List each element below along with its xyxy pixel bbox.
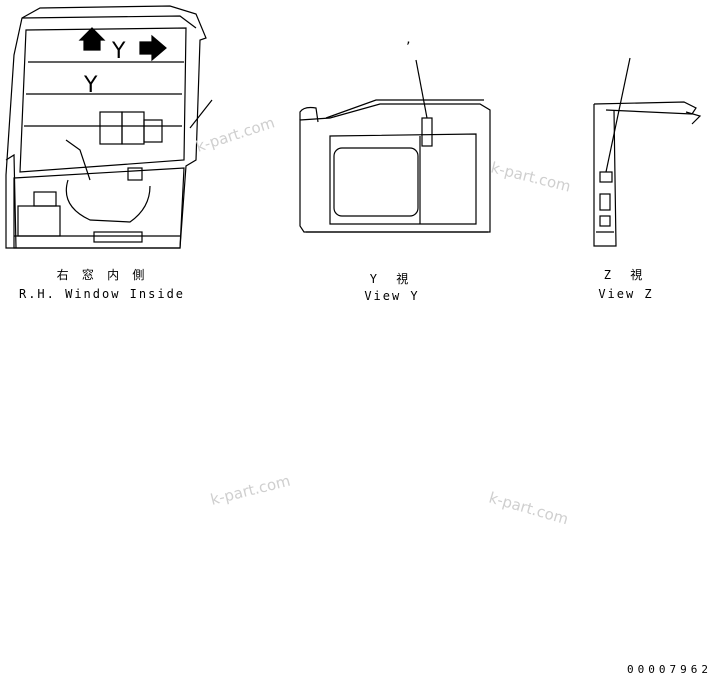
- watermark: k-part.com: [209, 472, 293, 509]
- leader-mark: ’: [406, 40, 410, 56]
- cab-roof-line: [21, 15, 197, 29]
- center-y-letter: Y: [83, 73, 98, 98]
- cab-outline: [5, 5, 207, 249]
- decal-right-1: [99, 111, 123, 145]
- z-visor: [685, 111, 702, 125]
- z-decal-1: [599, 171, 613, 183]
- rh-label-en: R.H. Window Inside: [19, 287, 185, 301]
- cab-drawing: [5, 5, 213, 249]
- side-panel: [17, 205, 61, 237]
- watermark: k-part.com: [487, 489, 570, 529]
- arrow-y-letter: Y: [111, 39, 126, 64]
- z-label-en: View Z: [598, 287, 653, 301]
- watermark: k-part.com: [194, 113, 277, 155]
- frame-window: [333, 147, 419, 217]
- floor-vent: [93, 231, 143, 243]
- view-z-drawing: [593, 57, 702, 247]
- frame-top-rail: [325, 99, 484, 119]
- frame-outer: [299, 103, 491, 233]
- leader-line-z: [605, 57, 631, 173]
- arrow-y-shape: [78, 27, 106, 51]
- z-roof: [593, 101, 697, 115]
- cab-window-frame: [19, 27, 187, 173]
- z-pillar: [593, 104, 617, 247]
- cab-lower-body: [13, 167, 185, 249]
- document-number: 00007962: [627, 663, 712, 676]
- console-box: [127, 167, 143, 181]
- leader-line-cab: [189, 99, 213, 129]
- z-decal-3: [599, 215, 611, 227]
- z-label-jp: Z 視: [604, 267, 648, 282]
- z-decal-2: [599, 193, 611, 211]
- leader-line-y: [415, 59, 428, 119]
- decal-right-3: [143, 119, 163, 143]
- y-label-en: View Y: [364, 289, 419, 303]
- frame-decal: [421, 117, 433, 147]
- arrow-z-shape: [139, 34, 167, 62]
- frame-handle: [299, 106, 319, 123]
- watermark: k-part.com: [489, 158, 573, 195]
- rh-label-jp: 右 窓 内 側: [57, 267, 148, 282]
- frame-inner: [329, 133, 477, 225]
- control-lever: [65, 139, 91, 181]
- view-y-drawing: [299, 59, 491, 233]
- seat-shape: [65, 179, 151, 223]
- cab-pillar: [5, 153, 17, 249]
- decal-small: [33, 191, 57, 207]
- y-label-jp: Y 視: [370, 271, 414, 286]
- decal-right-2: [121, 111, 145, 145]
